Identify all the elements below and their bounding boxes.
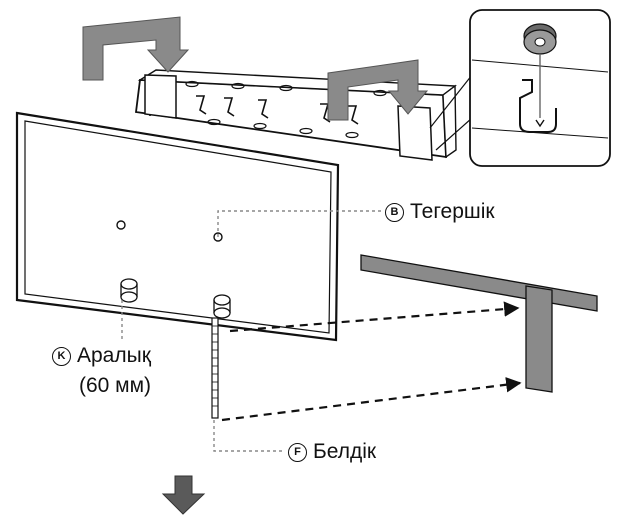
leader-lines: [121, 210, 382, 452]
leader-belt: [213, 420, 285, 452]
insertion-arrows: [82, 16, 429, 121]
marker-k: K: [52, 346, 71, 366]
callout-spacer: K Аралық: [52, 344, 151, 368]
callout-belt: F Белдік: [288, 440, 376, 464]
washer-closeup: [523, 23, 557, 55]
belt: [211, 317, 219, 419]
detail-inset: [429, 9, 611, 167]
spacer-label: Аралық: [77, 344, 151, 367]
down-arrow-icon: [161, 475, 206, 515]
marker-f: F: [288, 442, 307, 462]
wall-bracket: [134, 69, 457, 161]
dashed-arrows: [221, 301, 522, 422]
callout-washer: B Тегершік: [385, 200, 495, 224]
belt-label: Белдік: [313, 440, 377, 463]
leader-washer: [217, 210, 382, 237]
screw-hole-upper-right: [213, 232, 223, 242]
dashed-arrow-upper: [229, 301, 520, 333]
screw-hole-upper-left: [116, 220, 126, 230]
tv-stand: [360, 254, 598, 393]
spacer-detail: (60 мм): [79, 374, 152, 397]
marker-b: B: [385, 202, 404, 222]
spacer-right: [213, 294, 231, 319]
dashed-arrow-lower: [221, 377, 522, 422]
tv-panel: [15, 111, 340, 342]
washer-label: Тегершік: [410, 200, 495, 223]
spacer-left: [120, 278, 138, 303]
